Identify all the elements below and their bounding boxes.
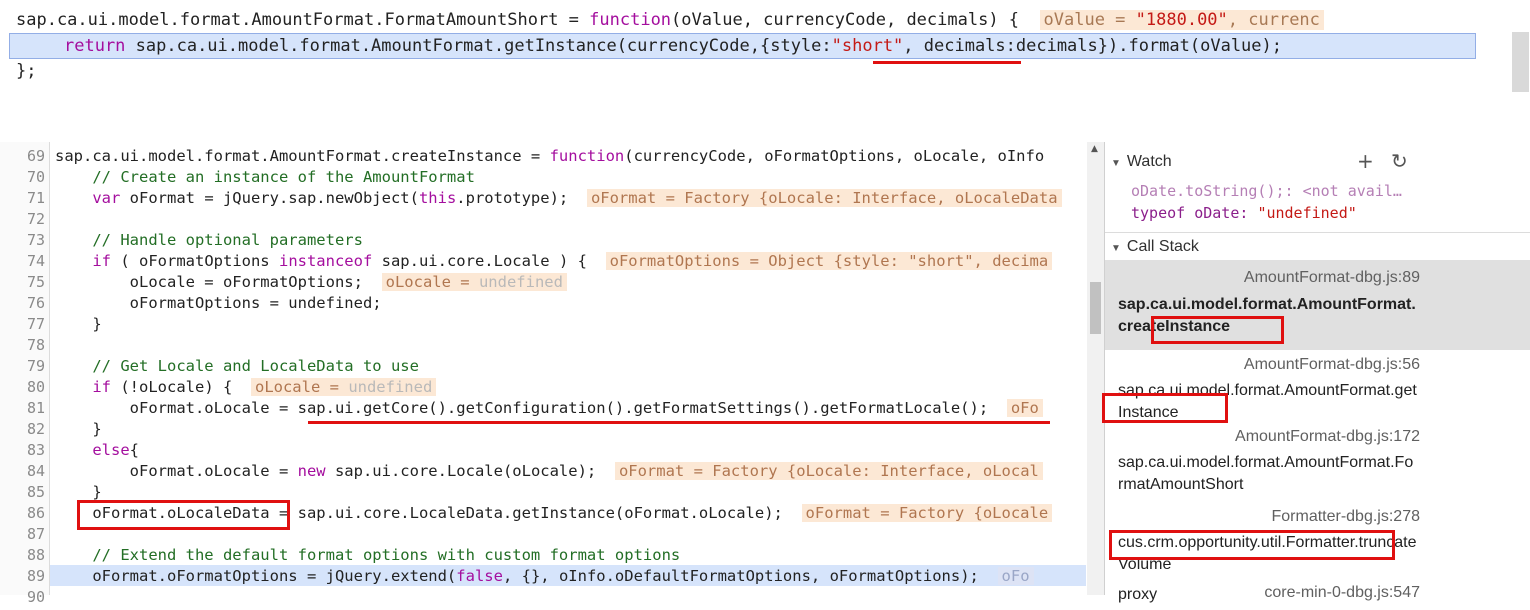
inline-value-annotation: oFormat = Factory {oLocale: Interface, o… — [614, 462, 1043, 480]
frame-location: core-min-0-dbg.js:547 — [1264, 584, 1420, 601]
code-line[interactable]: oFormat.oLocale = new sap.ui.core.Locale… — [55, 461, 1043, 482]
line-number[interactable]: 84 — [26, 462, 45, 480]
add-watch-icon[interactable]: + — [1357, 149, 1374, 173]
code-line[interactable]: oFormat.oLocale = sap.ui.getCore().getCo… — [55, 398, 1043, 419]
inline-value-annotation: oFormat = Factory {oLocale — [801, 504, 1053, 522]
debugger-sidebar: ▼Watch + ↻ oDate.toString();: <not avail… — [1102, 142, 1530, 603]
watch-section-header[interactable]: ▼Watch — [1111, 153, 1172, 170]
code-line[interactable]: // Get Locale and LocaleData to use — [92, 357, 419, 375]
call-frame[interactable]: proxy core-min-0-dbg.js:547 — [1105, 580, 1530, 610]
line-number-gutter[interactable] — [0, 142, 50, 595]
code-line[interactable]: if ( oFormatOptions instanceof sap.ui.co… — [55, 251, 1053, 272]
code-line[interactable]: oLocale = oFormatOptions; oLocale = unde… — [55, 272, 567, 293]
line-number[interactable]: 71 — [26, 189, 45, 207]
code-line[interactable]: oFormat.oLocaleData = sap.ui.core.Locale… — [55, 503, 1053, 524]
inline-value-annotation: oFo — [1006, 399, 1043, 417]
frame-function-name: sap.ca.ui.model.format.AmountFormat.crea… — [1118, 296, 1416, 335]
line-number[interactable]: 79 — [26, 357, 45, 375]
line-number[interactable]: 69 — [26, 147, 45, 165]
frame-location: Formatter-dbg.js:278 — [1271, 508, 1420, 525]
code-line[interactable]: // Handle optional parameters — [92, 231, 363, 249]
frame-location: AmountFormat-dbg.js:56 — [1243, 356, 1420, 373]
code-line[interactable]: } — [55, 315, 102, 333]
inline-value-annotation: oFormat = Factory {oLocale: Interface, o… — [586, 189, 1062, 207]
code-line[interactable]: oFormatOptions = undefined; — [55, 294, 382, 312]
code-line[interactable]: if (!oLocale) { oLocale = undefined — [55, 377, 437, 398]
divider — [1105, 232, 1530, 233]
collapse-triangle-icon: ▼ — [1111, 158, 1121, 169]
inline-value-annotation: oLocale = undefined — [250, 378, 437, 396]
snippet-line-2-highlighted[interactable]: return sap.ca.ui.model.format.AmountForm… — [9, 33, 1476, 59]
red-underline-style-short — [873, 61, 1021, 64]
frame-function-name: proxy — [1118, 586, 1158, 603]
inline-value-annotation: oFormatOptions = Object {style: "short",… — [605, 252, 1053, 270]
line-number[interactable]: 89 — [26, 567, 45, 585]
red-box-formatter — [1109, 530, 1395, 560]
line-number[interactable]: 85 — [26, 483, 45, 501]
frame-location: AmountFormat-dbg.js:89 — [1243, 269, 1420, 286]
snippet-line-1[interactable]: sap.ca.ui.model.format.AmountFormat.Form… — [16, 8, 1324, 32]
code-line[interactable]: oFormat.oFormatOptions = jQuery.extend(f… — [55, 566, 1034, 587]
top-code-snippet: sap.ca.ui.model.format.AmountFormat.Form… — [0, 0, 1529, 95]
watch-expression-2[interactable]: typeof oDate: "undefined" — [1131, 204, 1357, 222]
red-box-getinstance — [1102, 393, 1228, 423]
inline-value-annotation: oFo — [997, 567, 1034, 585]
line-number[interactable]: 78 — [26, 336, 45, 354]
watch-expression-1[interactable]: oDate.toString();: <not avail… — [1131, 182, 1402, 200]
code-line[interactable]: // Extend the default format options wit… — [92, 546, 681, 564]
code-line[interactable]: // Create an instance of the AmountForma… — [92, 168, 475, 186]
scroll-up-arrow-icon[interactable]: ▲ — [1091, 144, 1098, 154]
inline-value-annotation: oValue = "1880.00", currenc — [1039, 10, 1324, 30]
line-number[interactable]: 75 — [26, 273, 45, 291]
execution-line-highlight — [50, 565, 1086, 586]
call-frame[interactable]: Formatter-dbg.js:278 cus.crm.opportunity… — [1105, 502, 1530, 580]
call-frame[interactable]: AmountFormat-dbg.js:172 sap.ca.ui.model.… — [1105, 428, 1530, 502]
frame-location: AmountFormat-dbg.js:172 — [1235, 428, 1420, 445]
line-number[interactable]: 80 — [26, 378, 45, 396]
inline-value-annotation: oLocale = undefined — [381, 273, 567, 291]
snippet-scrollbar[interactable] — [1512, 32, 1529, 92]
line-number[interactable]: 81 — [26, 399, 45, 417]
line-number[interactable]: 73 — [26, 231, 45, 249]
code-line[interactable]: var oFormat = jQuery.sap.newObject(this.… — [55, 188, 1062, 209]
editor-scrollbar-thumb[interactable] — [1090, 282, 1101, 334]
red-underline-getformatlocale — [308, 421, 1050, 424]
line-number[interactable]: 74 — [26, 252, 45, 270]
code-line[interactable]: } — [55, 420, 102, 438]
line-number[interactable]: 87 — [26, 525, 45, 543]
line-number[interactable]: 72 — [26, 210, 45, 228]
collapse-triangle-icon: ▼ — [1111, 243, 1121, 254]
frame-function-name: sap.ca.ui.model.format.AmountFormat.Form… — [1118, 454, 1414, 493]
line-number[interactable]: 83 — [26, 441, 45, 459]
red-box-createinstance — [1151, 316, 1284, 344]
refresh-icon[interactable]: ↻ — [1391, 149, 1408, 173]
line-number[interactable]: 70 — [26, 168, 45, 186]
code-line[interactable]: else{ — [92, 441, 139, 459]
line-number[interactable]: 86 — [26, 504, 45, 522]
frame-function-name: cus.crm.opportunity.util.Formatter.trunc… — [1118, 534, 1417, 573]
line-number[interactable]: 77 — [26, 315, 45, 333]
line-number[interactable]: 88 — [26, 546, 45, 564]
line-number[interactable]: 76 — [26, 294, 45, 312]
call-stack-section-header[interactable]: ▼Call Stack — [1111, 238, 1199, 255]
line-number[interactable]: 82 — [26, 420, 45, 438]
editor-scrollbar-track[interactable] — [1087, 142, 1104, 595]
code-line[interactable]: } — [55, 483, 102, 501]
snippet-line-3[interactable]: }; — [16, 61, 37, 81]
red-box-olocaledata — [77, 500, 290, 530]
line-number[interactable]: 90 — [26, 588, 45, 606]
call-frame[interactable]: AmountFormat-dbg.js:89 sap.ca.ui.model.f… — [1105, 260, 1530, 350]
code-line[interactable]: sap.ca.ui.model.format.AmountFormat.crea… — [55, 147, 1045, 165]
source-editor[interactable]: 69 sap.ca.ui.model.format.AmountFormat.cr… — [0, 142, 1104, 606]
